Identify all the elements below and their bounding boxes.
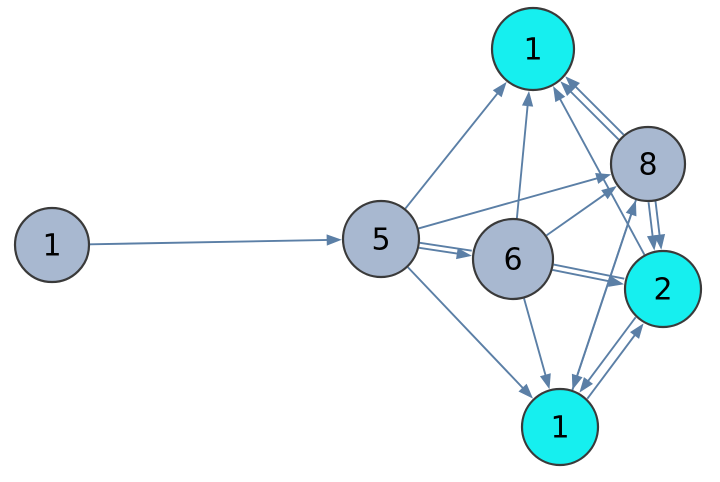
graph-edge <box>89 238 330 246</box>
edge-layer <box>89 76 666 400</box>
graph-edge <box>586 332 637 400</box>
graph-node-circle[interactable] <box>471 217 555 301</box>
graph-edge <box>545 192 608 237</box>
graph-edge <box>647 202 654 239</box>
graph-edge-arrowhead <box>492 81 507 98</box>
graph-edge <box>571 211 633 391</box>
graph-edge-arrowhead <box>625 200 637 217</box>
graph-edge-arrowhead <box>630 323 644 339</box>
graph-node[interactable]: 1 <box>520 387 600 467</box>
graph-node[interactable]: 1 <box>13 206 91 284</box>
graph-edge-arrowhead <box>560 81 576 96</box>
graph-edge-arrowhead <box>521 90 534 107</box>
graph-edge-arrowhead <box>646 234 659 251</box>
graph-edge-arrowhead <box>579 377 593 393</box>
graph-edge-arrowhead <box>456 247 472 260</box>
graph-edge <box>523 298 548 378</box>
graph-node[interactable]: 8 <box>609 125 687 203</box>
graph-edge <box>573 84 625 136</box>
graph-edge <box>558 96 646 256</box>
graph-node[interactable]: 2 <box>623 249 703 329</box>
graph-edge <box>586 316 637 384</box>
graph-edge <box>568 89 620 141</box>
graph-edge-arrowhead <box>518 383 534 399</box>
graph-node-circle[interactable] <box>490 6 576 92</box>
graph-edge-arrowhead <box>326 234 342 246</box>
graph-edge <box>407 266 526 391</box>
graph-edge <box>419 241 472 252</box>
graph-edge <box>404 90 500 210</box>
graph-edge-arrowhead <box>565 76 580 92</box>
graph-edge <box>515 103 529 219</box>
graph-edge-arrowhead <box>653 234 666 250</box>
graph-node-circle[interactable] <box>609 125 687 203</box>
graph-edge-arrowhead <box>539 373 551 390</box>
graph-node[interactable]: 5 <box>341 199 421 279</box>
graph-edge <box>654 201 661 238</box>
graph-edge <box>552 269 613 283</box>
graph-edge <box>418 246 460 255</box>
graph-node-circle[interactable] <box>520 387 600 467</box>
graph-edge-arrowhead <box>553 86 566 103</box>
graph-node[interactable]: 1 <box>490 6 576 92</box>
graph-edge <box>418 176 600 230</box>
graph-node-circle[interactable] <box>623 249 703 329</box>
graph-node-circle[interactable] <box>13 206 91 284</box>
graph-node-circle[interactable] <box>341 199 421 279</box>
graph-node[interactable]: 6 <box>471 217 555 301</box>
graph-edge <box>553 263 625 280</box>
